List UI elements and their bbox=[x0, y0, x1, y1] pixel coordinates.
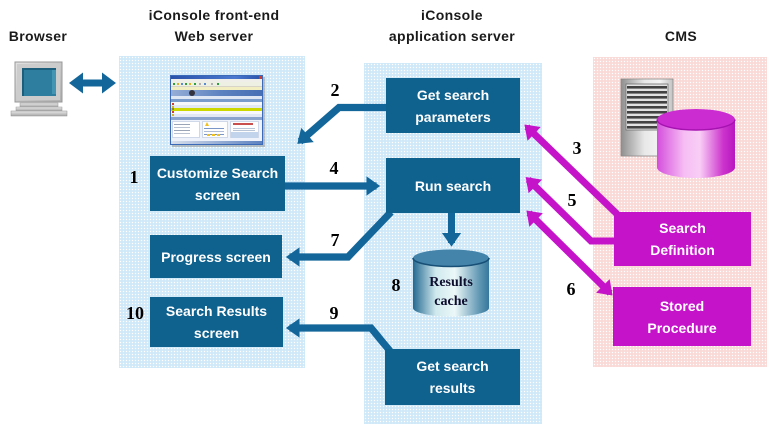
screenshot-table-row bbox=[171, 111, 262, 114]
box-label-line1: Get search bbox=[416, 358, 489, 374]
web-server-label-line2: Web server bbox=[174, 28, 254, 44]
arrow-step7 bbox=[285, 209, 394, 267]
arrow-step3 bbox=[524, 124, 620, 217]
application-server-label-line2: application server bbox=[388, 28, 516, 44]
step-number-8: 8 bbox=[391, 275, 401, 295]
screenshot-menubar bbox=[171, 79, 262, 82]
run-search-box: Run search bbox=[386, 158, 520, 213]
screenshot-text-lines bbox=[174, 124, 190, 125]
search-definition-box: Search Definition bbox=[614, 212, 751, 266]
cms-label: CMS bbox=[664, 28, 698, 44]
box-label-line1: Search bbox=[659, 220, 706, 236]
screenshot-highlighted-row bbox=[171, 108, 262, 111]
progress-screen-box: Progress screen bbox=[150, 235, 282, 278]
web-server-label-line1: iConsole front-end bbox=[148, 7, 280, 23]
screenshot-titlebar bbox=[171, 76, 262, 79]
step-number-1: 1 bbox=[129, 167, 139, 187]
screenshot-table-row bbox=[171, 114, 262, 117]
screenshot-left-pane bbox=[172, 121, 200, 138]
browser-computer-icon bbox=[10, 61, 68, 117]
cache-label-line1: Results bbox=[429, 275, 473, 290]
step-number-9: 9 bbox=[329, 303, 339, 323]
customize-search-screen-box: Customize Search screen bbox=[150, 156, 285, 211]
step-number-10: 10 bbox=[126, 303, 144, 323]
box-label-line1: Search Results bbox=[165, 303, 268, 319]
arrow-browser-webserver bbox=[69, 72, 116, 94]
get-search-parameters-box: Get search parameters bbox=[386, 78, 520, 133]
step-number-3: 3 bbox=[572, 138, 582, 158]
box-label-line2: parameters bbox=[415, 108, 491, 125]
box-label-line2: results bbox=[429, 380, 476, 396]
screenshot-statusbar bbox=[171, 141, 262, 144]
screenshot-warning-icon bbox=[205, 122, 209, 126]
screenshot-logo bbox=[189, 89, 195, 96]
box-label-line1: Get search bbox=[416, 86, 490, 103]
results-cache-cylinder bbox=[412, 249, 490, 317]
arrow-step5 bbox=[525, 176, 615, 245]
screenshot-yellow-dots bbox=[207, 134, 210, 136]
iconsole-screenshot-thumbnail bbox=[170, 75, 263, 145]
box-label-line1: Stored bbox=[659, 297, 705, 314]
web-server-label: iConsole front-end Web server bbox=[130, 5, 298, 47]
box-label-line2: Procedure bbox=[647, 319, 717, 336]
screenshot-table-row bbox=[171, 102, 262, 105]
box-label-line2: screen bbox=[193, 325, 240, 341]
box-label-line1: Run search bbox=[414, 177, 492, 194]
application-server-label-line1: iConsole bbox=[421, 7, 483, 23]
step-number-5: 5 bbox=[567, 190, 577, 210]
results-cache-label: Results cache bbox=[413, 273, 489, 311]
screenshot-text-lines bbox=[233, 128, 255, 129]
screenshot-close-icon bbox=[259, 76, 262, 79]
screenshot-red-text bbox=[233, 123, 253, 125]
screenshot-table-header bbox=[171, 99, 262, 102]
box-label-line2: Definition bbox=[650, 242, 715, 258]
step-number-6: 6 bbox=[566, 279, 576, 299]
step-number-2: 2 bbox=[330, 80, 340, 100]
step-number-7: 7 bbox=[330, 230, 340, 250]
screenshot-divider bbox=[171, 117, 262, 120]
screenshot-header-band bbox=[171, 90, 262, 96]
screenshot-toolbar bbox=[171, 82, 262, 87]
screenshot-row-icons bbox=[172, 103, 174, 105]
stored-procedure-box: Stored Procedure bbox=[613, 287, 751, 346]
get-search-results-box: Get search results bbox=[385, 349, 520, 405]
arrow-step6 bbox=[526, 210, 613, 296]
screenshot-blue-footer bbox=[231, 132, 258, 138]
screenshot-toolbar-icons bbox=[173, 83, 175, 85]
search-results-screen-box: Search Results screen bbox=[150, 297, 283, 347]
screenshot-subheader bbox=[171, 96, 262, 99]
arrow-step9 bbox=[285, 318, 393, 354]
browser-label: Browser bbox=[8, 28, 68, 44]
box-label-line1: Customize Search bbox=[156, 164, 279, 181]
box-label-line1: Progress screen bbox=[161, 248, 271, 265]
screenshot-text-lines bbox=[204, 128, 224, 129]
arrow-step2 bbox=[297, 103, 386, 145]
application-server-label: iConsole application server bbox=[368, 5, 536, 47]
screenshot-table-row bbox=[171, 105, 262, 108]
screenshot-notification-bar bbox=[171, 87, 262, 90]
box-label-line2: screen bbox=[194, 186, 241, 203]
cms-database-cylinder bbox=[656, 109, 736, 178]
step-number-4: 4 bbox=[329, 158, 339, 178]
cache-label-line2: cache bbox=[434, 294, 468, 309]
